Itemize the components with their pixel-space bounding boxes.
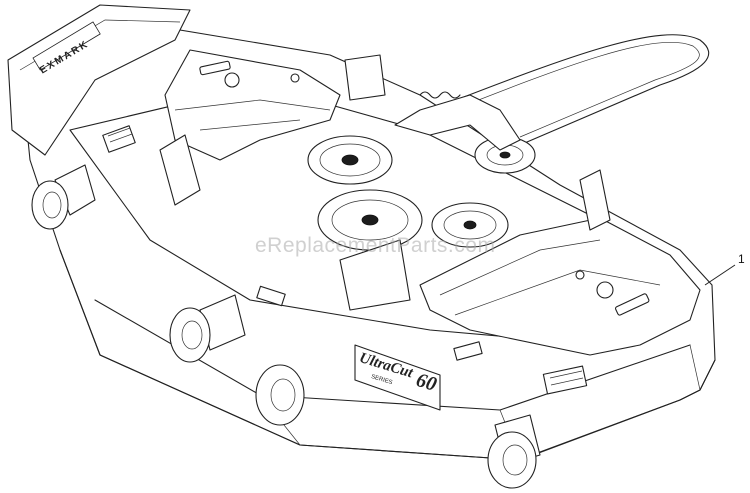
caster-wheel-front-left (169, 294, 246, 363)
vent-grille-right (542, 365, 588, 395)
pulley-right (431, 202, 509, 248)
bracket-top (344, 54, 386, 101)
watermark: eReplacementParts.com (255, 234, 496, 257)
right-belt-cover (419, 217, 701, 356)
warning-decal-right (453, 341, 483, 361)
left-cover-slot (199, 60, 231, 76)
rear-bumper (7, 4, 191, 156)
callout-leader-1 (704, 264, 736, 286)
pulley-center (317, 189, 423, 251)
callout-number-1: 1 (738, 252, 745, 266)
caster-wheel-front-center (255, 364, 305, 426)
right-cover-slot (615, 293, 650, 316)
bracket-left (159, 134, 201, 206)
vent-grille-right-slats (549, 370, 584, 386)
vent-grille-left-slats (107, 127, 133, 143)
right-cover-knob (575, 270, 585, 280)
rear-decal (32, 21, 101, 71)
caster-wheel-front-right (487, 414, 541, 489)
right-belt-cover-ridge (439, 239, 661, 316)
tension-spring (419, 91, 461, 99)
left-cover-knob (290, 73, 300, 83)
caster-wheel-rear-left (31, 164, 96, 230)
right-cover-logo (596, 281, 614, 299)
drive-belt-inner (434, 41, 700, 138)
idler-arm (394, 94, 521, 151)
bracket-right (579, 169, 611, 231)
deck-decal-panel (354, 344, 441, 411)
warning-decal-left (256, 285, 286, 307)
drive-belt (429, 34, 710, 146)
left-cover-logo (224, 72, 240, 88)
left-belt-cover-ridge (174, 99, 331, 131)
pulley-left (307, 135, 393, 185)
idler-pulley (474, 136, 536, 174)
bracket-center (339, 239, 411, 311)
